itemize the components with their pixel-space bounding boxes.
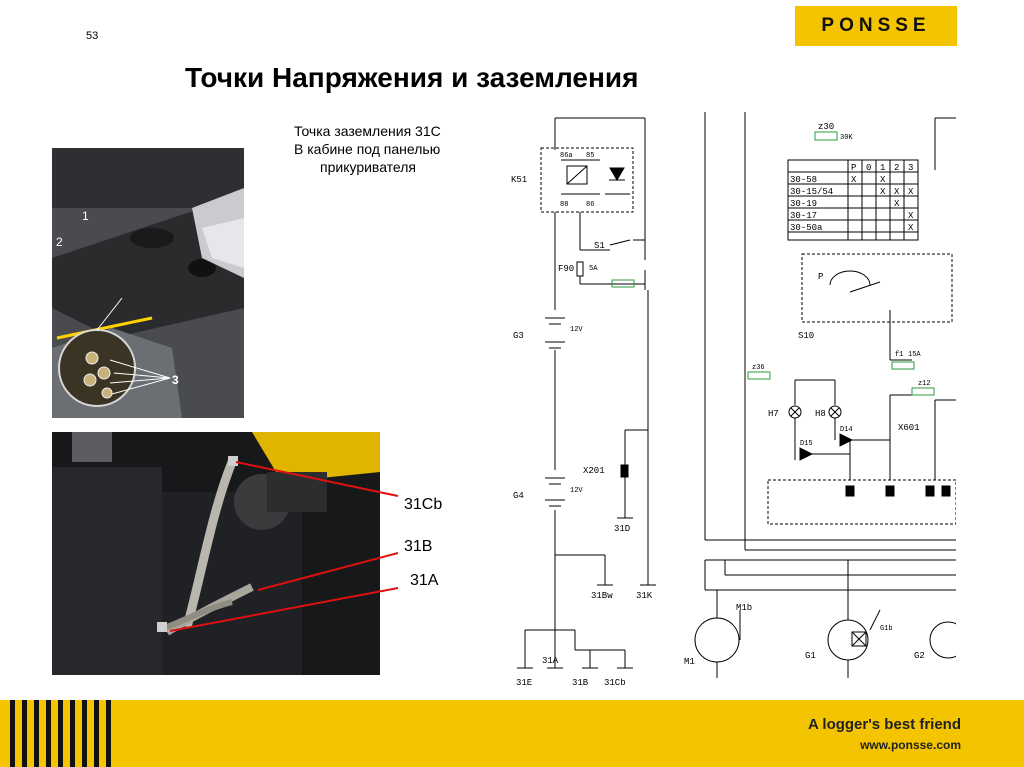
label-30K: 30K (840, 134, 853, 142)
label-G3-volt: 12V (570, 326, 583, 334)
label-z12: z12 (918, 380, 931, 388)
table-header-P: P (851, 163, 856, 173)
table-header-0: 0 (866, 163, 871, 173)
table-row-name: 30-58 (790, 175, 817, 185)
label-G1b: G1b (880, 625, 893, 633)
ground-straps-illustration (52, 432, 380, 675)
label-G3: G3 (513, 331, 524, 341)
label-G1: G1 (805, 651, 816, 661)
table-mark: X (894, 187, 900, 197)
table-row-name: 30-17 (790, 211, 817, 221)
label-31A: 31A (542, 656, 559, 666)
table-row-name: 30-19 (790, 199, 817, 209)
footer-stripes (0, 700, 112, 767)
callout-31b: 31B (404, 538, 433, 555)
footer-url: www.ponsse.com (860, 738, 961, 752)
label-f1: f1 (895, 351, 903, 359)
table-header-2: 2 (894, 163, 899, 173)
callout-31a: 31A (410, 572, 439, 589)
label-P: P (818, 272, 823, 282)
label-H8: H8 (815, 409, 826, 419)
table-mark: X (894, 199, 900, 209)
label-31E: 31E (516, 678, 532, 688)
label-z30: z30 (818, 122, 834, 132)
cabin-panel-photo: 1 2 3 (52, 148, 244, 418)
label-D14: D14 (840, 426, 853, 434)
label-G4: G4 (513, 491, 524, 501)
table-header-1: 1 (880, 163, 885, 173)
wiring-schematic: K51 86a 85 88 86 S1 F90 5A G3 12V G4 12V… (511, 112, 956, 688)
label-f1-rating: 15A (908, 351, 921, 359)
logo-text: PONSSE (821, 15, 931, 36)
table-row-name: 30-50a (790, 223, 823, 233)
caption-line-1: Точка заземления 31C (294, 123, 441, 139)
photo-label-3: 3 (172, 373, 179, 387)
label-S10: S10 (798, 331, 814, 341)
label-88: 88 (560, 201, 568, 209)
table-mark: X (851, 175, 857, 185)
ground-straps-photo (52, 432, 380, 675)
label-31Bw: 31Bw (591, 591, 613, 601)
label-31K: 31K (636, 591, 653, 601)
ponsse-logo: PONSSE (795, 6, 957, 46)
label-31Cb: 31Cb (604, 678, 626, 688)
label-X601: X601 (898, 423, 920, 433)
table-header-3: 3 (908, 163, 913, 173)
caption-line-3: прикуривателя (320, 159, 417, 175)
label-31D: 31D (614, 524, 630, 534)
label-85: 85 (586, 152, 594, 160)
table-mark: X (880, 187, 886, 197)
footer-tagline: A logger's best friend (807, 716, 961, 733)
caption: Точка заземления 31C В кабине под панель… (294, 122, 441, 176)
label-G4-volt: 12V (570, 487, 583, 495)
caption-line-2: В кабине под панелью (294, 141, 441, 157)
label-31B: 31B (572, 678, 589, 688)
label-H7: H7 (768, 409, 779, 419)
table-mark: X (908, 211, 914, 221)
cabin-panel-illustration: 1 2 3 (52, 148, 244, 418)
label-D15: D15 (800, 440, 813, 448)
label-X201: X201 (583, 466, 605, 476)
label-M1: M1 (684, 657, 695, 667)
label-K51: K51 (511, 175, 527, 185)
footer-bar: A logger's best friend www.ponsse.com (0, 700, 1024, 767)
label-G2: G2 (914, 651, 925, 661)
slide-number: 53 (86, 30, 99, 42)
callout-31cb: 31Cb (404, 496, 443, 513)
label-z36: z36 (752, 364, 765, 372)
table-mark: X (880, 175, 886, 185)
table-mark: X (908, 187, 914, 197)
photo-label-1: 1 (82, 209, 89, 223)
label-F90: F90 (558, 264, 574, 274)
label-86a: 86a (560, 152, 573, 160)
label-86: 86 (586, 201, 594, 209)
table-row-name: 30-15/54 (790, 187, 833, 197)
label-F90-rating: 5A (589, 265, 598, 273)
photo-label-2: 2 (56, 235, 63, 249)
table-mark: X (908, 223, 914, 233)
label-S1: S1 (594, 241, 605, 251)
label-M1b: M1b (736, 603, 752, 613)
slide-title: Точки Напряжения и заземления (185, 62, 639, 93)
